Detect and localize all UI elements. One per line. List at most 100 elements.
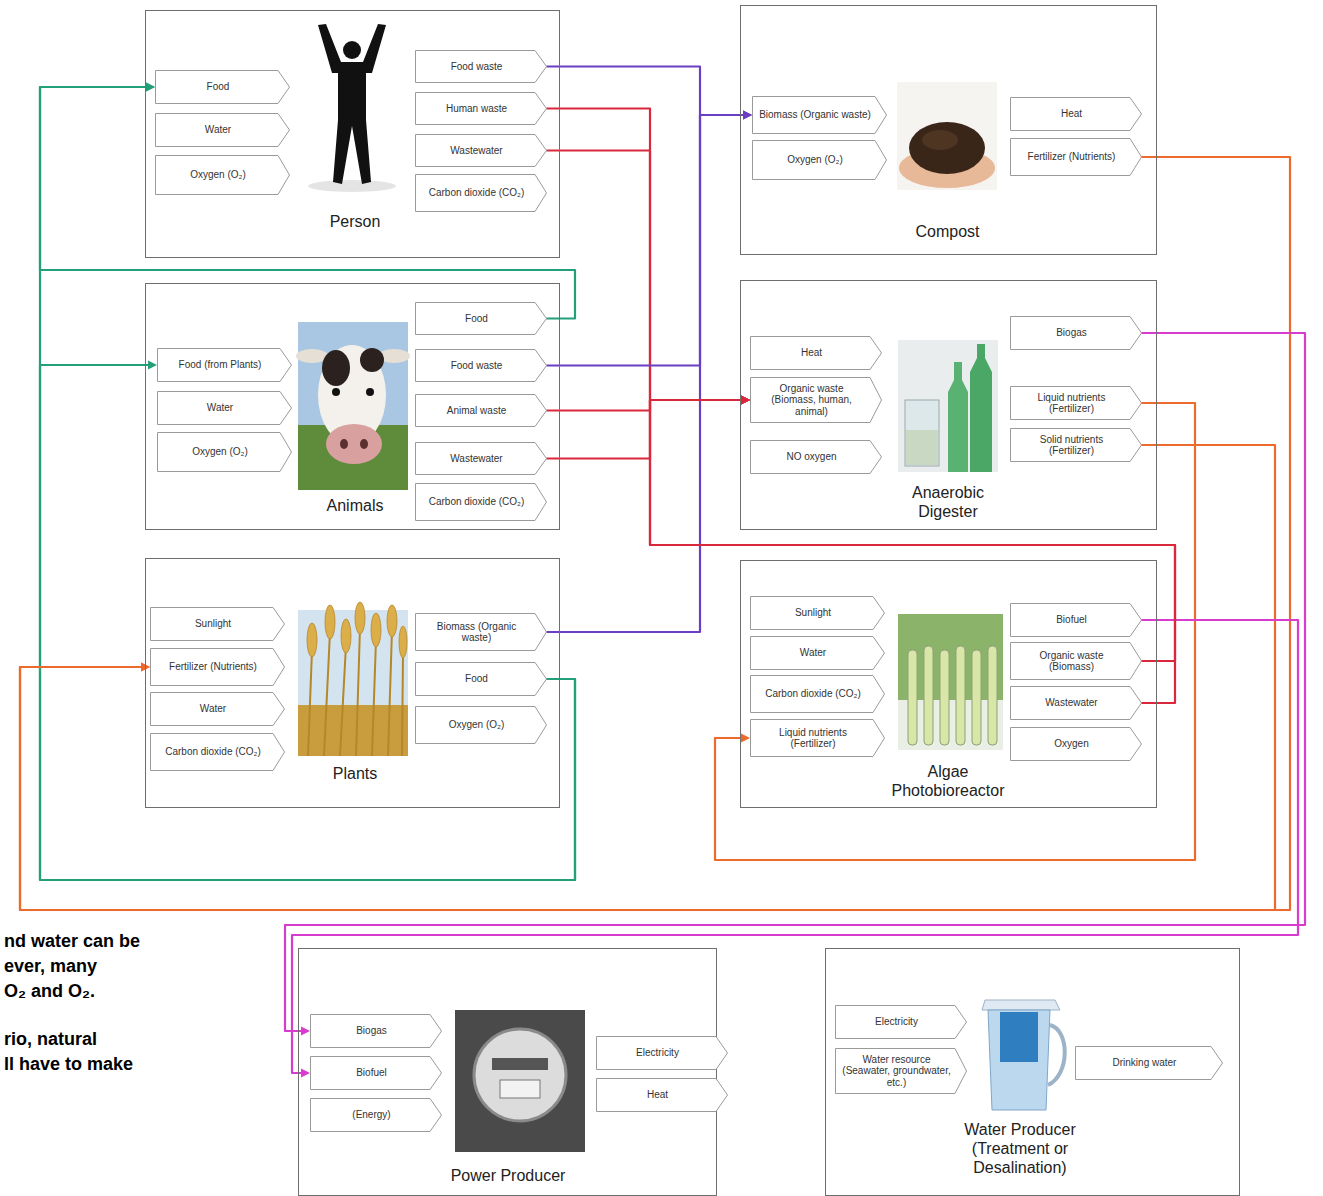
- arrow-head: [148, 361, 157, 370]
- flow-connector: [20, 157, 1290, 910]
- connector-line: [547, 109, 743, 401]
- flow-label: Food waste: [415, 61, 547, 73]
- arrow-box-shape: [751, 378, 882, 423]
- arrow-box-shape: [156, 156, 290, 195]
- arrow-box-shape: [1076, 1047, 1223, 1080]
- flow-label: Water: [157, 402, 292, 414]
- flow-arrow-box: Carbon dioxide (CO₂): [415, 174, 547, 212]
- cow-photo: [296, 322, 410, 490]
- connector-line: [285, 333, 1305, 1031]
- flow-label: Carbon dioxide (CO₂): [750, 688, 885, 700]
- connector-line: [40, 365, 575, 880]
- arrow-box-shape: [416, 443, 547, 475]
- arrow-box-shape: [416, 484, 547, 521]
- arrow-box-shape: [416, 663, 547, 696]
- arrow-box-shape: [1011, 643, 1142, 680]
- flow-arrow-box: Animal waste: [415, 394, 547, 427]
- flow-arrow-box: Organic waste (Biomass, human, animal): [750, 377, 882, 423]
- flow-label: Wastewater: [415, 453, 547, 465]
- flow-connector: [547, 396, 750, 459]
- arrow-box-shape: [416, 707, 547, 744]
- arrow-head: [741, 396, 750, 405]
- arrow-box-shape: [158, 392, 292, 425]
- flow-arrow-box: Food waste: [415, 50, 547, 83]
- flow-label: Wastewater: [1010, 697, 1142, 709]
- flow-label: Heat: [750, 347, 882, 359]
- arrow-head: [741, 396, 750, 405]
- system-box: PersonFoodWaterOxygen (O₂)Food wasteHuma…: [145, 10, 560, 258]
- compost-photo: [897, 82, 997, 190]
- flow-arrow-box: Carbon dioxide (CO₂): [750, 675, 885, 713]
- meter-photo: [455, 1010, 585, 1152]
- flow-label: Carbon dioxide (CO₂): [415, 496, 547, 508]
- arrow-box-shape: [751, 597, 885, 630]
- note-text: nd water can be: [4, 930, 140, 952]
- flow-arrow-box: Electricity: [596, 1036, 728, 1070]
- flow-arrow-box: Fertilizer (Nutrients): [1010, 138, 1142, 176]
- flow-arrow-box: Electricity: [835, 1005, 967, 1039]
- flow-arrow-box: (Energy): [310, 1098, 442, 1132]
- flow-arrow-box: Carbon dioxide (CO₂): [150, 733, 285, 771]
- flow-arrow-box: Biofuel: [310, 1056, 442, 1090]
- flow-label: Fertilizer (Nutrients): [1010, 151, 1142, 163]
- arrow-box-shape: [1011, 604, 1142, 637]
- flow-label: Biofuel: [310, 1067, 442, 1079]
- flow-label: Carbon dioxide (CO₂): [150, 746, 285, 758]
- flow-arrow-box: Biomass (Organic waste): [415, 613, 547, 651]
- note-text: O₂ and O₂.: [4, 980, 95, 1002]
- flow-arrow-box: Food: [415, 302, 547, 335]
- arrow-box-shape: [311, 1015, 442, 1048]
- flow-label: Biomass (Organic waste): [415, 621, 547, 644]
- flow-arrow-box: Food: [415, 662, 547, 696]
- arrow-box-shape: [751, 637, 885, 670]
- flow-label: Water: [150, 703, 285, 715]
- arrow-box-shape: [311, 1057, 442, 1090]
- flow-label: Liquid nutrients (Fertilizer): [1010, 392, 1142, 415]
- flow-label: Wastewater: [415, 145, 547, 157]
- flow-arrow-box: Human waste: [415, 92, 547, 125]
- connector-line: [292, 620, 1298, 1073]
- arrow-box-shape: [1011, 98, 1142, 131]
- arrow-head: [741, 734, 750, 743]
- system-box: Algae PhotobioreactorSunlightWaterCarbon…: [740, 560, 1157, 808]
- connector-line: [547, 115, 745, 632]
- flow-arrow-box: Oxygen (O₂): [155, 155, 290, 195]
- flow-connector: [547, 109, 750, 405]
- arrow-box-shape: [1011, 429, 1142, 462]
- flow-connector: [292, 620, 1298, 1078]
- note-text: rio, natural: [4, 1028, 97, 1050]
- arrow-head: [741, 396, 750, 405]
- note-text: ll have to make: [4, 1053, 133, 1075]
- flow-connector: [547, 396, 750, 411]
- system-name: Person: [300, 212, 410, 231]
- arrow-box-shape: [416, 395, 547, 427]
- flow-arrow-box: NO oxygen: [750, 440, 882, 474]
- flow-arrow-box: Solid nutrients (Fertilizer): [1010, 428, 1142, 462]
- arrow-head: [146, 83, 155, 92]
- flow-label: Organic waste (Biomass, human, animal): [750, 383, 882, 418]
- arrow-box-shape: [597, 1079, 728, 1112]
- flow-arrow-box: Oxygen: [1010, 727, 1142, 761]
- arrow-box-shape: [1011, 387, 1142, 420]
- arrow-head: [301, 1027, 310, 1036]
- connector-line: [20, 157, 1290, 910]
- flow-arrow-box: Oxygen (O₂): [415, 706, 547, 744]
- flow-label: Oxygen (O₂): [415, 719, 547, 731]
- arrow-box-shape: [753, 141, 887, 180]
- connector-line: [715, 403, 1195, 860]
- flow-arrow-box: Fertilizer (Nutrients): [150, 648, 285, 686]
- arrow-box-shape: [416, 135, 547, 167]
- arrow-head: [146, 83, 155, 92]
- flow-connector: [40, 83, 575, 881]
- flow-label: Oxygen (O₂): [155, 169, 290, 181]
- flow-arrow-box: Carbon dioxide (CO₂): [415, 483, 547, 521]
- flow-label: Electricity: [596, 1047, 728, 1059]
- flow-label: Food waste: [415, 360, 547, 372]
- flow-arrow-box: Food: [155, 70, 290, 104]
- arrow-box-shape: [151, 649, 285, 686]
- flow-label: Electricity: [835, 1016, 967, 1028]
- system-box: Anaerobic DigesterHeatOrganic waste (Bio…: [740, 280, 1157, 530]
- flow-connector: [547, 111, 752, 366]
- flow-connector: [650, 396, 1175, 704]
